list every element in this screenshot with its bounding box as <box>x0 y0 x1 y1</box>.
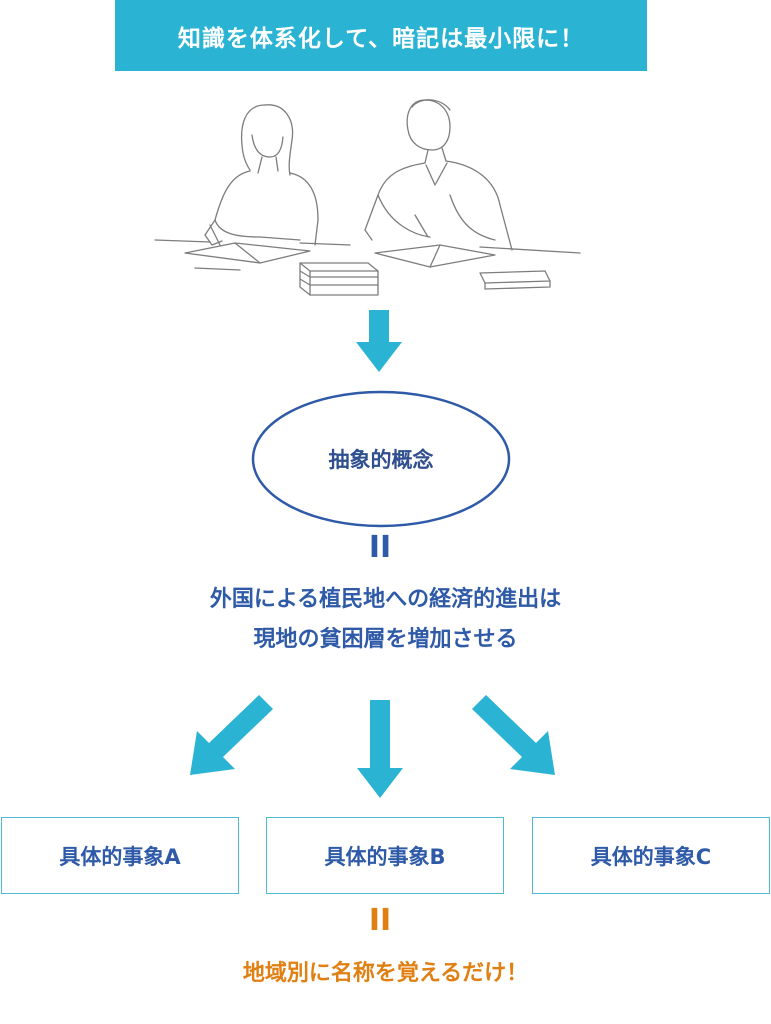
statement-line-1: 外国による植民地への経済的進出は <box>209 587 562 612</box>
example-c-label: 具体的事象C <box>590 844 712 869</box>
equals-sign-top: II <box>368 530 392 565</box>
abstract-concept-label: 抽象的概念 <box>328 448 434 472</box>
banner-text: 知識を体系化して、暗記は最小限に！ <box>177 25 585 52</box>
study-illustration <box>154 99 581 296</box>
example-a-label: 具体的事象A <box>59 844 181 869</box>
abstract-concept-node: 抽象的概念 <box>251 390 511 528</box>
statement-line-2: 現地の貧困層を増加させる <box>253 627 518 652</box>
example-box-b: 具体的事象B <box>266 817 504 894</box>
arrow-down-left <box>190 695 273 775</box>
arrow-down-center <box>357 700 403 798</box>
concept-statement: 外国による植民地への経済的進出は 現地の貧困層を増加させる <box>0 580 771 660</box>
example-b-label: 具体的事象B <box>324 844 446 869</box>
example-box-a: 具体的事象A <box>1 817 239 894</box>
footer-text: 地域別に名称を覚えるだけ！ <box>242 961 529 986</box>
arrow-down-top <box>356 310 402 372</box>
arrow-down-right <box>472 695 555 775</box>
equals-sign-bottom: II <box>368 903 392 938</box>
example-box-c: 具体的事象C <box>532 817 770 894</box>
header-banner: 知識を体系化して、暗記は最小限に！ <box>115 0 647 71</box>
